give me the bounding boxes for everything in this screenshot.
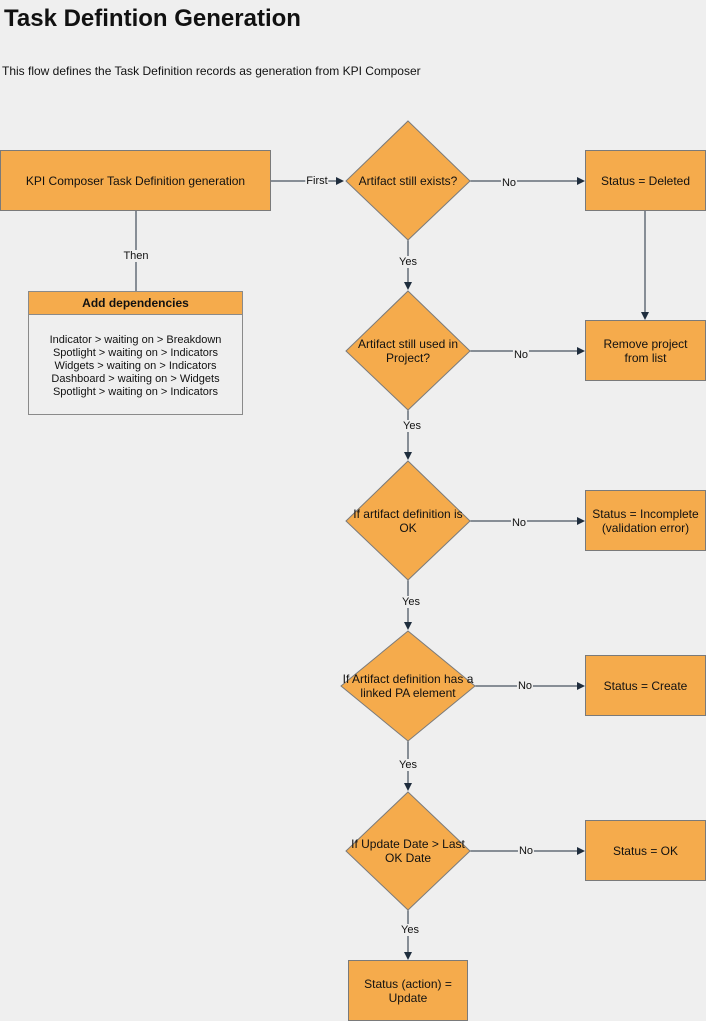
decision-exists-label: Artifact still exists?	[358, 174, 458, 188]
list-item: Spotlight > waiting on > Indicators	[52, 386, 219, 398]
status-create-node: Status = Create	[585, 655, 706, 716]
decision-used-label: Artifact still used in Project?	[357, 337, 459, 365]
list-item: Dashboard > waiting on > Widgets	[51, 373, 220, 385]
edge-label-no-date: No	[517, 845, 535, 857]
status-deleted-node: Status = Deleted	[585, 150, 706, 211]
decision-ok-shape	[345, 460, 471, 581]
list-item: Widgets > waiting on > Indicators	[54, 360, 217, 372]
edge-label-no-exists: No	[500, 177, 518, 189]
status-update-node: Status (action) = Update	[348, 960, 468, 1021]
edge-label-yes-date: Yes	[400, 924, 420, 936]
dependencies-title: Add dependencies	[29, 292, 242, 315]
decision-date-shape	[345, 791, 471, 911]
remove-project-node: Remove project from list	[585, 320, 706, 381]
edge-label-yes-used: Yes	[402, 420, 422, 432]
edge-label-first: First	[305, 175, 329, 187]
edge-label-no-linked: No	[516, 680, 534, 692]
list-item: Indicator > waiting on > Breakdown	[49, 334, 222, 346]
decision-linked-label: If Artifact definition has a linked PA e…	[342, 672, 474, 700]
decision-exists-shape	[345, 120, 471, 241]
page-title: Task Defintion Generation	[4, 5, 301, 32]
decision-date-label: If Update Date > Last OK Date	[351, 837, 465, 865]
decision-linked-shape	[340, 630, 476, 742]
status-incomplete-node: Status = Incomplete (validation error)	[585, 490, 706, 551]
edge-label-yes-ok: Yes	[401, 596, 421, 608]
start-node: KPI Composer Task Definition generation	[0, 150, 271, 211]
edge-label-yes-linked: Yes	[398, 759, 418, 771]
status-ok-node: Status = OK	[585, 820, 706, 881]
decision-ok-label: If artifact definition is OK	[353, 507, 463, 535]
edge-label-yes-exists: Yes	[398, 256, 418, 268]
decision-used-shape	[345, 290, 471, 411]
edge-label-no-ok: No	[510, 517, 528, 529]
dependencies-list: Indicator > waiting on > Breakdown Spotl…	[29, 334, 242, 399]
edge-label-then: Then	[122, 250, 150, 262]
list-item: Spotlight > waiting on > Indicators	[52, 347, 219, 359]
edge-label-no-used: No	[512, 349, 530, 361]
dependencies-node: Add dependencies Indicator > waiting on …	[28, 291, 243, 415]
page-description: This flow defines the Task Definition re…	[2, 64, 421, 78]
